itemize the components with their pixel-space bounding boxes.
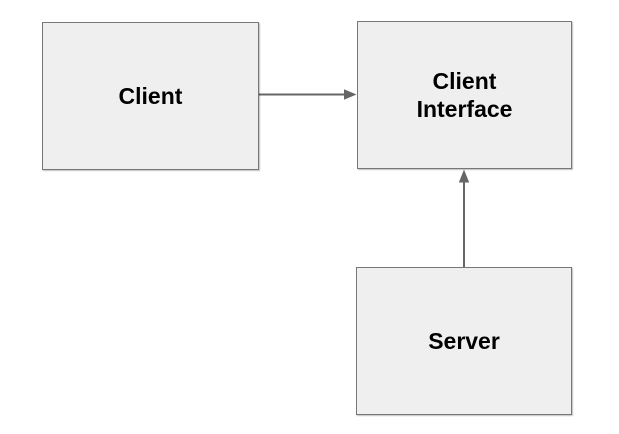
node-server-label: Server (428, 328, 500, 354)
node-client: Client (42, 22, 259, 170)
node-client-interface-label: Client Interface (416, 68, 513, 122)
node-client-interface: Client Interface (357, 21, 572, 169)
arrow-client-to-client-interface (259, 89, 357, 100)
arrow-server-to-client-interface (458, 169, 470, 267)
node-server: Server (356, 267, 572, 415)
node-client-label: Client (118, 83, 183, 109)
